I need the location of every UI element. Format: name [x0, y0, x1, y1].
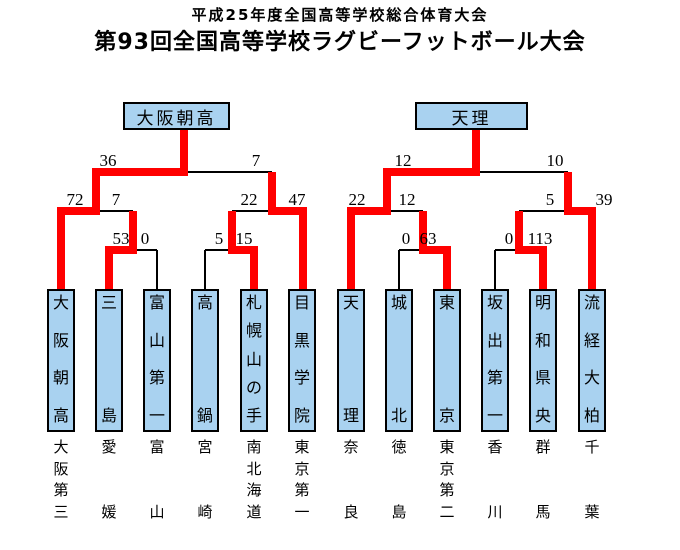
team-name: 城北 [390, 295, 407, 425]
advance-path-tenri [347, 130, 480, 291]
score-label: 72 [66, 190, 84, 209]
team-box-sapporo-yamanote: 札幌山の手 [240, 289, 268, 432]
score-label: 15 [235, 229, 253, 248]
team-box-osaka-choko: 大阪朝高 [47, 289, 75, 432]
score-label: 12 [398, 190, 416, 209]
finalist-box-left: 大阪朝高 [123, 102, 230, 130]
score-label: 7 [111, 190, 121, 209]
advance-path-mishima [105, 211, 137, 291]
advance-path-osaka-choko [57, 130, 188, 291]
score-label: 12 [394, 151, 412, 170]
team-name: 高鍋 [196, 295, 213, 425]
prefecture-label: 富山 [149, 440, 165, 521]
team-box-meguro-gakuin: 目黒学院 [288, 289, 316, 432]
prefecture-label: 東京第一 [294, 440, 310, 521]
finalist-name-right: 天理 [451, 108, 492, 128]
team-box-takanabe: 高鍋 [191, 289, 219, 432]
prefecture-label: 愛媛 [101, 440, 117, 521]
team-box-ryutsukeizai-kashiwa: 流経大柏 [578, 289, 606, 432]
score-label: 0 [504, 229, 514, 248]
score-label: 47 [288, 190, 306, 209]
score-label: 22 [348, 190, 366, 209]
advance-path-sapporo-yamanote [228, 211, 258, 291]
team-name: 三島 [100, 295, 117, 425]
prefecture-label: 徳島 [391, 440, 407, 521]
prefecture-label: 南北海道 [246, 440, 262, 521]
prefecture-label: 香川 [487, 440, 503, 521]
finalist-box-right: 天理 [415, 102, 528, 130]
advance-path-meiwa-kenou [515, 211, 547, 291]
bracket-skeleton [60, 130, 593, 291]
finalist-name-left: 大阪朝高 [136, 108, 217, 128]
score-label: 0 [140, 229, 150, 248]
team-name: 東京 [438, 295, 455, 425]
team-box-toyama-daiichi: 富山第一 [143, 289, 171, 432]
score-label: 22 [240, 190, 258, 209]
team-name: 坂出第一 [486, 295, 503, 425]
team-box-sakaide-daiichi: 坂出第一 [481, 289, 509, 432]
team-name: 富山第一 [148, 295, 165, 425]
team-box-johoku: 城北 [385, 289, 413, 432]
score-label: 39 [595, 190, 613, 209]
score-label: 0 [401, 229, 411, 248]
advance-path-tokyo [419, 211, 451, 291]
prefecture-label: 東京第二 [439, 440, 455, 521]
score-label: 7 [251, 151, 261, 170]
score-label: 36 [99, 151, 117, 170]
team-box-mishima: 三島 [95, 289, 123, 432]
event-title: 平成25年度全国高等学校総合体育大会 [191, 6, 489, 24]
team-name: 天理 [342, 295, 359, 425]
prefecture-label: 奈良 [343, 440, 359, 521]
team-box-tenri: 天理 [337, 289, 365, 432]
prefecture-label: 群馬 [535, 440, 551, 521]
prefecture-label: 宮崎 [197, 440, 213, 521]
advance-path-ryutsukeizai-kashiwa [564, 172, 596, 291]
score-label: 5 [545, 190, 555, 209]
team-name: 明和県央 [534, 295, 551, 425]
team-box-tokyo: 東京 [433, 289, 461, 432]
score-label: 63 [419, 229, 437, 248]
score-label: 10 [546, 151, 564, 170]
prefecture-label: 千葉 [584, 440, 600, 521]
team-box-meiwa-kenou: 明和県央 [529, 289, 557, 432]
advance-paths [57, 130, 596, 291]
score-label: 53 [112, 229, 130, 248]
tournament-title: 第93回全国高等学校ラグビーフットボール大会 [94, 30, 586, 55]
advance-path-meguro-gakuin [268, 172, 307, 291]
team-name: 流経大柏 [583, 295, 600, 425]
team-name: 大阪朝高 [52, 295, 69, 425]
team-name: 目黒学院 [293, 295, 310, 425]
team-name: 札幌山の手 [245, 295, 262, 425]
score-label: 113 [527, 229, 553, 248]
prefecture-label: 大阪第三 [53, 440, 69, 521]
score-label: 5 [214, 229, 224, 248]
